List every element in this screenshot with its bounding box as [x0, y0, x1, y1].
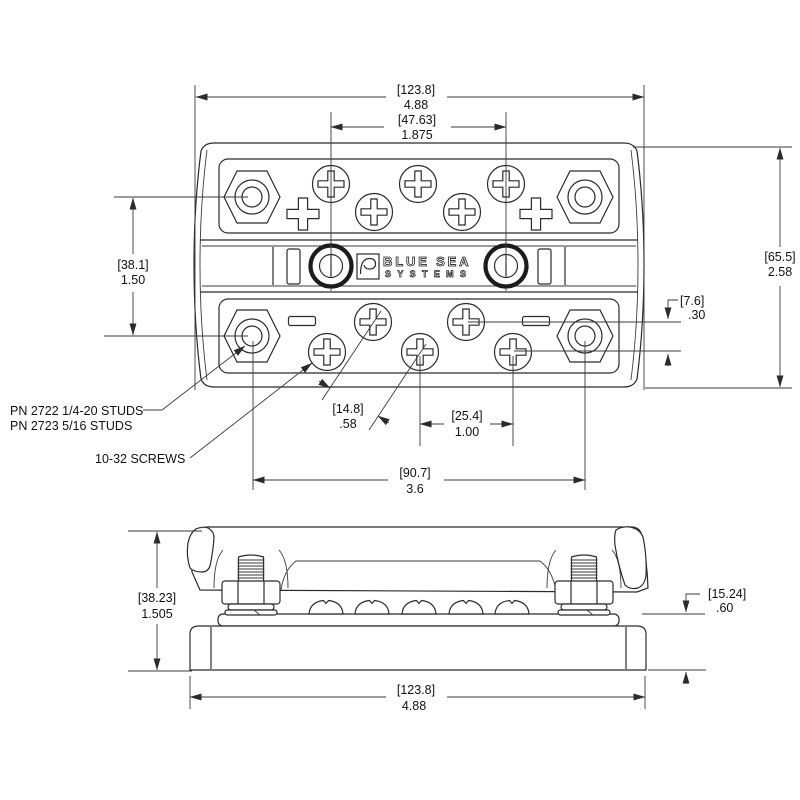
screw-size-note: 10-32 SCREWS — [95, 452, 185, 466]
dim-stud-span-mm: [90.7] — [399, 466, 430, 480]
end-cap-right — [614, 526, 647, 590]
dim-body-height-mm: [65.5] — [764, 250, 795, 264]
logo-line2: SYSTEMS — [385, 269, 469, 279]
dim-base-height-mm: [15.24] — [708, 587, 746, 601]
dim-row-offset-mm: [7.6] — [680, 294, 704, 308]
stud-part-number-note2: PN 2723 5/16 STUDS — [10, 419, 132, 433]
dim-row-spacing-in: 1.50 — [121, 273, 145, 287]
dim-stud-spacing-mm: [47.63] — [398, 113, 436, 127]
top-view-dimensions: [123.8] 4.88 [47.63] 1.875 [38.1] 1.50 [… — [10, 83, 796, 496]
positive-bus-panel — [218, 158, 620, 234]
dim-side-height-mm: [38.23] — [138, 591, 176, 605]
dim-top-width-in: 4.88 — [404, 98, 428, 112]
dim-side-height-in: 1.505 — [141, 607, 172, 621]
top-view: BLUE SEA SYSTEMS — [193, 142, 645, 388]
dim-body-height-in: 2.58 — [768, 265, 792, 279]
screw-head-icon — [308, 599, 344, 615]
base-outline — [189, 625, 647, 671]
dim-stud-spacing-in: 1.875 — [401, 128, 432, 142]
screw-head-icon — [401, 599, 437, 615]
terminal-screw-icon — [354, 192, 394, 232]
dim-bottom-width-in: 4.88 — [402, 699, 426, 713]
logo-line1: BLUE SEA — [383, 254, 469, 269]
dim-stud-span-in: 3.6 — [406, 482, 423, 496]
screw-head-icon — [494, 599, 530, 615]
center-mount-band — [200, 239, 638, 293]
dim-row-spacing-mm: [38.1] — [117, 258, 148, 272]
stud-part-number-note: PN 2722 1/4-20 STUDS — [10, 404, 143, 418]
dim-top-width-mm: [123.8] — [397, 83, 435, 97]
screw-head-icon — [354, 599, 390, 615]
terminal-screw-icon — [353, 302, 393, 342]
dim-base-height-in: .60 — [716, 601, 733, 615]
screw-head-icon — [448, 599, 484, 615]
dim-screw-pitch-mm: [25.4] — [451, 409, 482, 423]
dim-bottom-width-mm: [123.8] — [397, 683, 435, 697]
side-view — [186, 526, 649, 671]
side-view-dimensions: [38.23] 1.505 [15.24] .60 [123.8] 4.88 — [128, 530, 746, 713]
dim-screw-diagonal-in: .58 — [339, 417, 356, 431]
dim-row-offset-in: .30 — [688, 308, 705, 322]
terminal-screw-icon — [398, 164, 438, 204]
end-cap-left — [186, 526, 215, 573]
dim-screw-pitch-in: 1.00 — [455, 425, 479, 439]
terminal-screw-icon — [442, 192, 482, 232]
bus-strip — [217, 613, 620, 627]
blue-sea-wave-icon — [359, 257, 377, 275]
terminal-screw-icon — [307, 332, 347, 372]
dim-screw-diagonal-mm: [14.8] — [332, 402, 363, 416]
